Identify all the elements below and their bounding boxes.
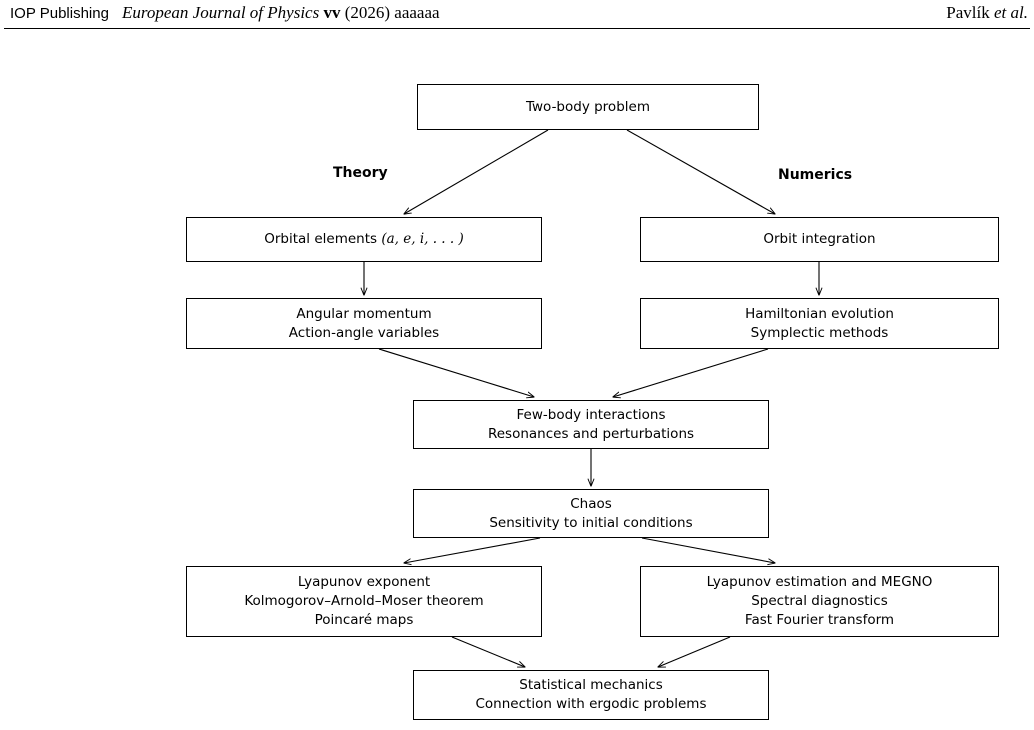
- node-orbit-integration: Orbit integration: [640, 217, 999, 262]
- node-line: Sensitivity to initial conditions: [489, 514, 693, 531]
- node-line: Symplectic methods: [750, 324, 889, 341]
- orbital-elements-math: (a, e, i, . . . ): [381, 231, 464, 247]
- running-header: IOP Publishing European Journal of Physi…: [0, 0, 1034, 32]
- node-statistical-mechanics: Statistical mechanics Connection with er…: [413, 670, 769, 720]
- edge-chaos-to-lyapunov-theory: [404, 537, 541, 563]
- node-orbital-elements: Orbital elements (a, e, i, . . . ): [186, 217, 542, 262]
- journal-volume: vv: [323, 3, 341, 22]
- node-lyapunov-estimation: Lyapunov estimation and MEGNO Spectral d…: [640, 566, 999, 637]
- orbital-elements-text: Orbital elements: [264, 231, 378, 247]
- node-lyapunov-exponent: Lyapunov exponent Kolmogorov–Arnold–Mose…: [186, 566, 542, 637]
- node-line: Kolmogorov–Arnold–Moser theorem: [244, 593, 484, 609]
- node-few-body-interactions: Few-body interactions Resonances and per…: [413, 400, 769, 449]
- edge-two-body-to-orbit-integration: [626, 129, 775, 214]
- node-line: Connection with ergodic problems: [475, 696, 707, 712]
- article-id: aaaaaa: [394, 3, 440, 22]
- node-chaos: Chaos Sensitivity to initial conditions: [413, 489, 769, 538]
- branch-label-numerics: Numerics: [778, 167, 853, 183]
- edge-angular-momentum-to-few-body: [378, 348, 534, 397]
- journal-citation: European Journal of Physics vv (2026) aa…: [122, 3, 440, 23]
- node-line: Orbital elements (a, e, i, . . . ): [264, 230, 464, 249]
- node-line: Hamiltonian evolution: [745, 305, 894, 322]
- journal-year: (2026): [344, 3, 391, 22]
- node-line: Orbit integration: [763, 231, 876, 247]
- node-line: Angular momentum: [296, 305, 432, 322]
- node-two-body-problem: Two-body problem: [417, 84, 759, 130]
- header-rule: [4, 28, 1030, 29]
- edge-chaos-to-lyapunov-numeric: [641, 537, 775, 563]
- node-angular-momentum: Angular momentum Action-angle variables: [186, 298, 542, 349]
- edge-lyapunov-theory-to-statistical: [451, 636, 525, 667]
- node-line: Action-angle variables: [288, 324, 440, 341]
- author-credit: Pavlík et al.: [946, 3, 1028, 23]
- edge-hamiltonian-to-few-body: [613, 348, 769, 397]
- node-line: Lyapunov estimation and MEGNO: [706, 574, 933, 590]
- journal-name: European Journal of Physics: [122, 3, 320, 22]
- author-suffix: et al.: [994, 3, 1028, 22]
- branch-label-theory: Theory: [333, 165, 388, 181]
- node-line: Two-body problem: [526, 98, 650, 115]
- node-line: Fast Fourier transform: [744, 612, 895, 628]
- edge-lyapunov-numeric-to-statistical: [658, 636, 731, 667]
- node-line: Resonances and perturbations: [487, 425, 695, 442]
- node-line: Few-body interactions: [516, 406, 666, 423]
- author-name: Pavlík: [946, 3, 990, 22]
- node-hamiltonian-evolution: Hamiltonian evolution Symplectic methods: [640, 298, 999, 349]
- node-line: Poincaré maps: [314, 612, 414, 628]
- node-line: Spectral diagnostics: [751, 593, 888, 609]
- node-line: Lyapunov exponent: [297, 574, 431, 590]
- node-line: Chaos: [570, 495, 612, 512]
- publisher-name: IOP Publishing: [10, 5, 109, 22]
- edge-two-body-to-orbital-elements: [404, 129, 549, 214]
- node-line: Statistical mechanics: [519, 677, 663, 693]
